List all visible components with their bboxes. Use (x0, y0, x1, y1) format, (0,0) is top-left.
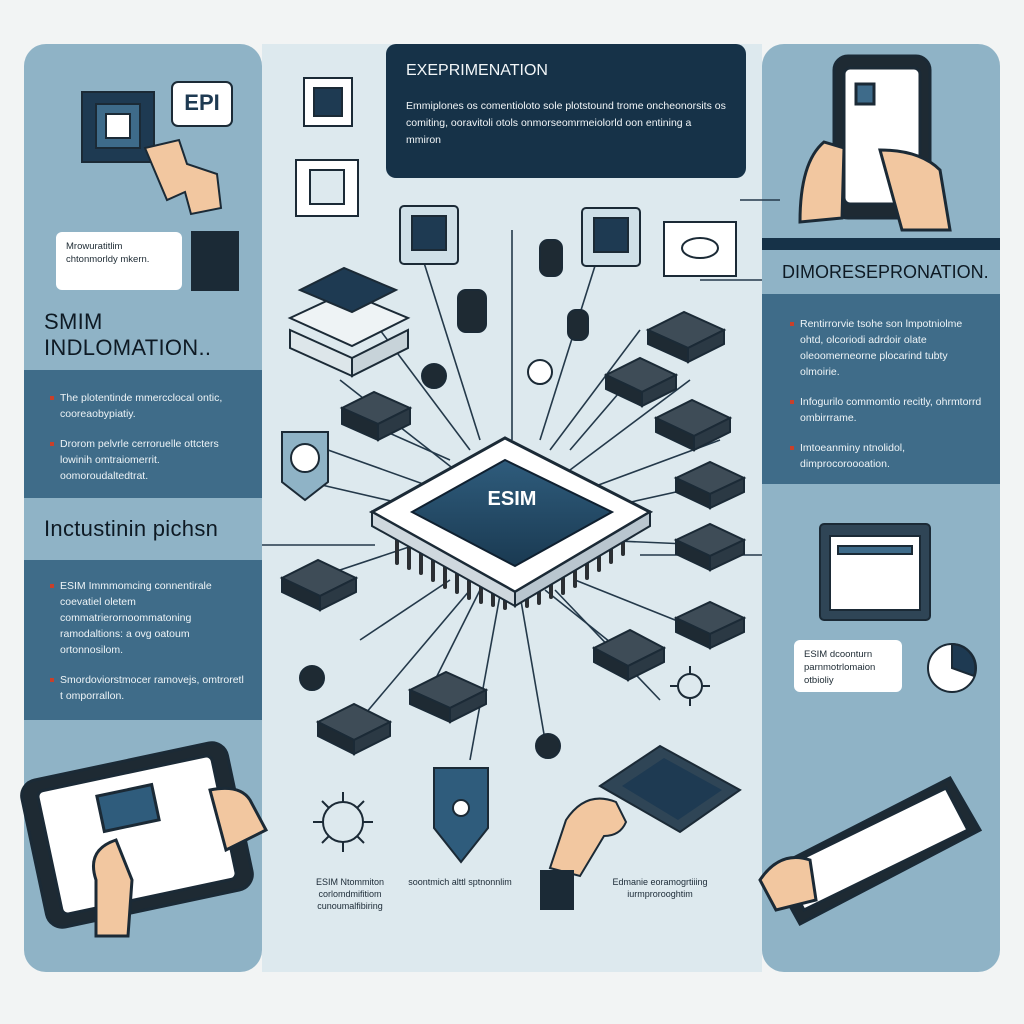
left-box-1: The plotentinde mmercclocal ontic, coore… (24, 370, 262, 498)
right-heading: DIMORESEPRONATION. (762, 238, 1000, 292)
right-box: Rentirrorvie tsohe son lmpotniolme ohtd,… (762, 294, 1000, 484)
epi-badge (171, 81, 233, 127)
pointing-hand-icon (143, 138, 239, 291)
caption-2: soontmich alttl sptnonnlim (408, 877, 512, 887)
left-box-2: ESIM Immmomcing connentirale coevatiel o… (24, 560, 262, 720)
left-box-1-item-1: The plotentinde mmercclocal ontic, coore… (50, 390, 246, 422)
hand-with-chip (540, 744, 742, 910)
pie-chart-icon (927, 642, 977, 693)
left-tablet (20, 741, 269, 938)
epi-badge-label: EPI (184, 90, 220, 115)
left-heading-1: SMIM INDLOMATION.. (24, 309, 262, 360)
left-box-2-item-2: Smordoviorstmocer ramovejs, omtroretl t … (50, 672, 246, 704)
right-box-item-3: Imtoeanminy ntnolidol, dimprocoroooation… (790, 440, 984, 472)
callout-text: Emmiplones os comentioloto sole plotstou… (406, 100, 726, 146)
left-box-2-item-1: ESIM Immmomcing connentirale coevatiel o… (50, 578, 246, 658)
left-heading-2: Inctustinin pichsn (24, 508, 262, 550)
caption-1: ESIM Ntommiton corlomdmifitiom cunoumalf… (315, 877, 384, 911)
gear-icon (281, 431, 329, 502)
right-box-item-1: Rentirrorvie tsohe son lmpotniolme ohtd,… (790, 316, 984, 380)
shield-icon (433, 767, 489, 864)
left-chip-illustration (81, 91, 155, 163)
left-box-1-item-2: Drorom pelvrle cerroruelle ottcters lowi… (50, 436, 246, 484)
right-document-icon (819, 523, 931, 621)
esim-chip (368, 436, 654, 608)
right-note: ESIM dcoonturn parnmotrlomaion otbioliy (794, 640, 902, 692)
sun-gear-icon (670, 666, 710, 706)
caption-3: Edmanie eoramogrtiiing iurmprorooghtim (612, 877, 708, 899)
top-icons (295, 77, 737, 759)
virus-icon (313, 792, 373, 852)
right-phone-top (798, 54, 952, 232)
left-note: Mrowuratitlim chtonmorldy mkern. (56, 232, 182, 290)
component-tiles (279, 310, 747, 756)
callout-title: EXEPRIMENATION (406, 62, 548, 79)
chip-label: ESIM (487, 488, 537, 510)
experimentation-callout: EXEPRIMENATION Emmiplones os comentiolot… (386, 44, 746, 178)
document-stack (287, 266, 411, 378)
right-phone-bottom (758, 776, 983, 927)
right-box-item-2: Infogurilo commomtio recitly, ohrmtorrd … (790, 394, 984, 426)
